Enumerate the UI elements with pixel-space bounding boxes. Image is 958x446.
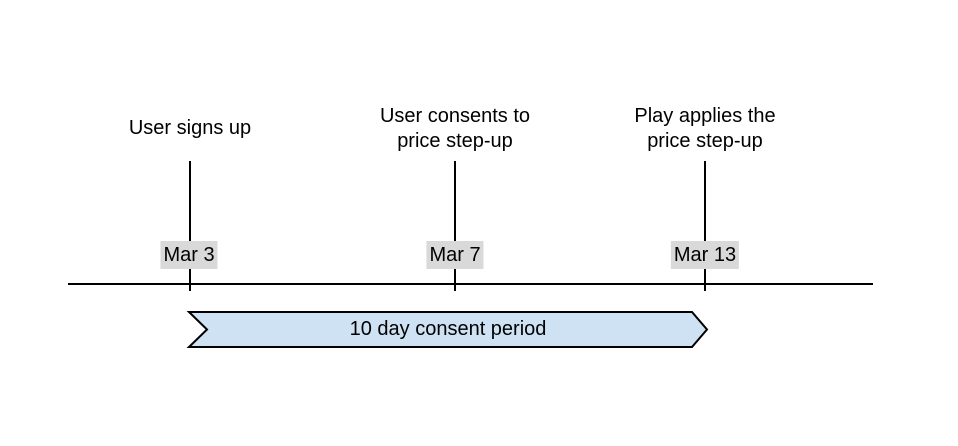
date-label-mar13: Mar 13 [670,241,740,269]
event-title-apply: Play applies the price step-up [555,104,855,154]
consent-period-ribbon [186,311,709,348]
consent-period-label: 10 day consent period [349,318,547,340]
event-title-line: Play applies the [634,105,776,127]
event-title-line: User consents to [379,105,531,127]
event-title-line: price step-up [647,130,763,152]
event-title-signup: User signs up [40,116,340,141]
event-title-line: User signs up [128,117,252,139]
date-label-mar3: Mar 3 [160,241,218,269]
date-label-mar7: Mar 7 [426,241,484,269]
event-title-consent: User consents to price step-up [305,104,605,154]
event-title-line: price step-up [397,130,513,152]
